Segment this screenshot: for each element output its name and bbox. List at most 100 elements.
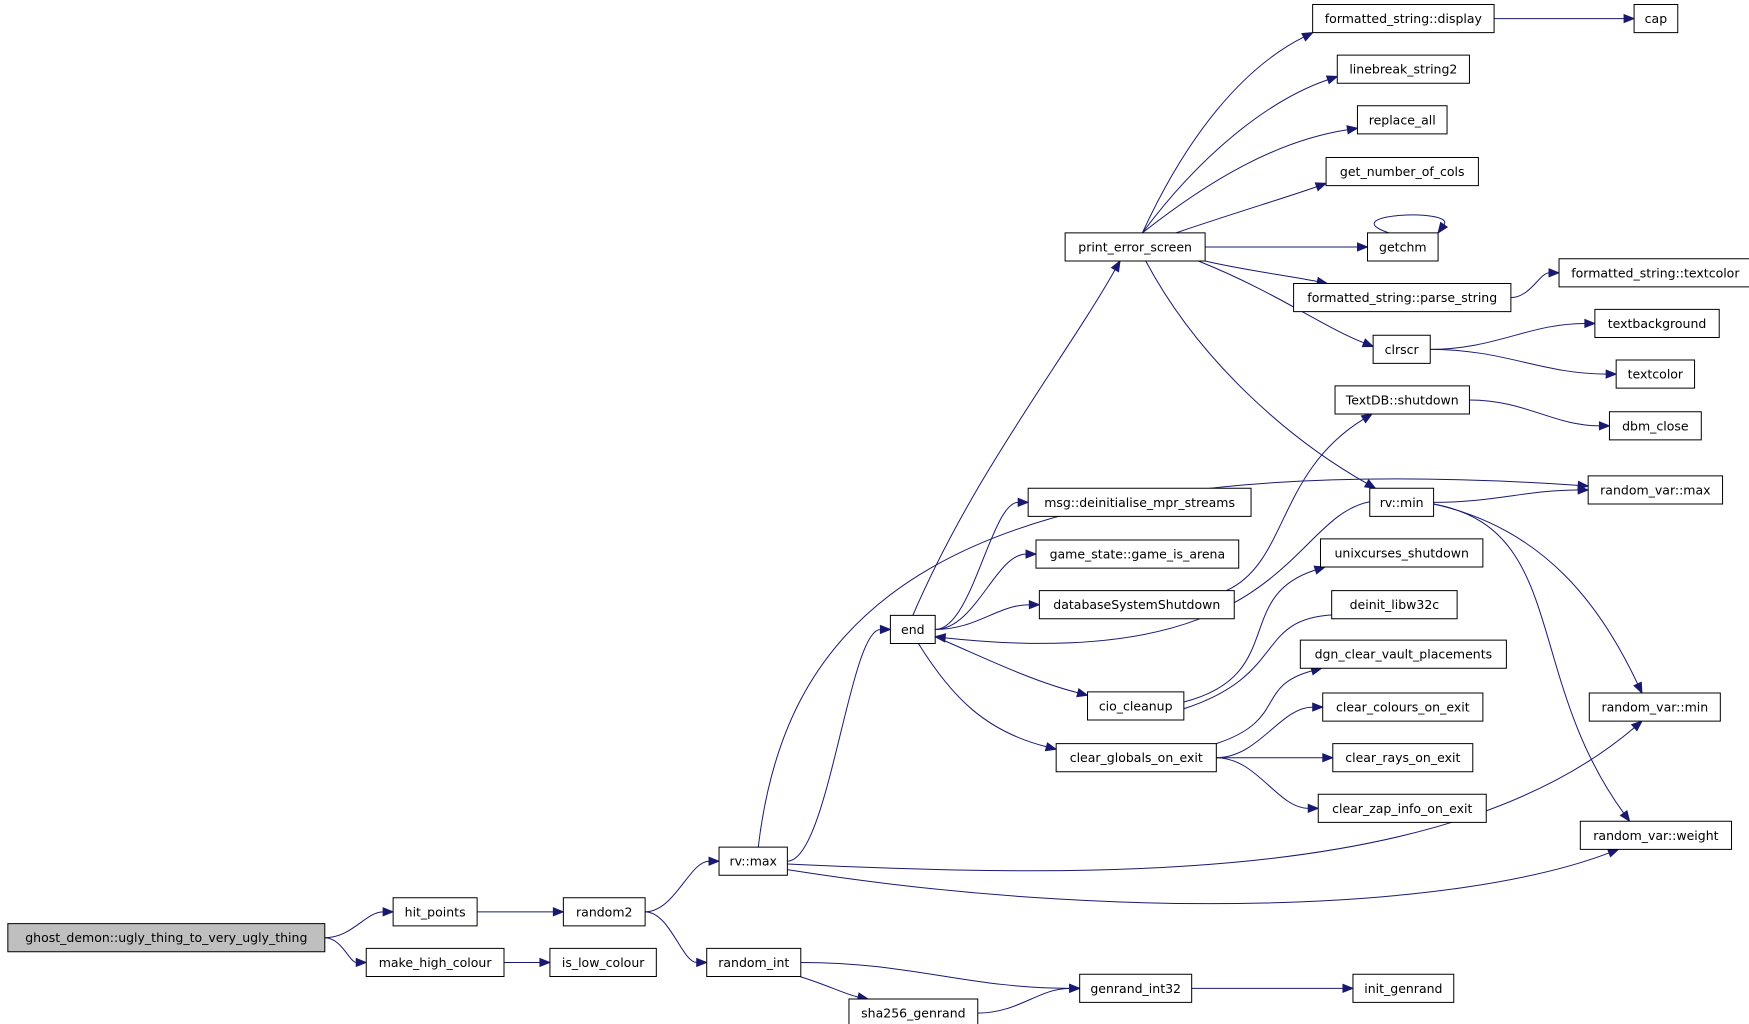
function-node-label: clear_zap_info_on_exit: [1332, 801, 1472, 816]
arrowhead-icon: [1548, 268, 1561, 278]
function-node-rv-min[interactable]: rv::min: [1369, 487, 1435, 517]
arrowhead-icon: [355, 957, 368, 968]
function-node-fs-parse-string[interactable]: formatted_string::parse_string: [1293, 283, 1512, 313]
call-edge-rv_min-to-random_var_min: [1433, 503, 1643, 695]
call-edge-fs_display-to-cap: [1494, 13, 1636, 24]
arrowhead-icon: [1325, 75, 1339, 85]
function-node-replace-all[interactable]: replace_all: [1356, 105, 1448, 135]
function-node-make-high-colour[interactable]: make_high_colour: [365, 947, 505, 977]
function-node-random-var-min[interactable]: random_var::min: [1588, 692, 1721, 722]
arrowhead-icon: [539, 957, 552, 968]
arrowhead-icon: [1606, 848, 1620, 858]
call-edge-textdb_shutdown-to-dbm_close: [1469, 399, 1611, 431]
function-node-label: rv::max: [729, 854, 777, 869]
function-node-game-is-arena[interactable]: game_state::game_is_arena: [1035, 539, 1240, 569]
function-node-unixcurses-shutdown[interactable]: unixcurses_shutdown: [1319, 538, 1484, 568]
function-node-label: textcolor: [1628, 367, 1684, 382]
call-edge-rv_max-to-random_var_min: [787, 720, 1643, 872]
call-edge-end-to-databaseSystemShutdown: [935, 599, 1041, 630]
function-node-clear-zap-info-on-exit[interactable]: clear_zap_info_on_exit: [1317, 793, 1487, 823]
function-node-hit-points[interactable]: hit_points: [392, 897, 478, 927]
function-node-label: print_error_screen: [1078, 239, 1192, 254]
call-edge-clrscr-to-textbackground: [1430, 318, 1597, 350]
call-edge-ghost_demon-to-make_high_colour: [324, 937, 368, 968]
arrowhead-icon: [1314, 182, 1328, 192]
call-edge-sha256_genrand-to-genrand_int32: [977, 983, 1082, 1014]
function-node-genrand-int32[interactable]: genrand_int32: [1079, 973, 1193, 1003]
call-edge-random2-to-rv_max: [645, 856, 721, 913]
call-edge-make_high_colour-to-is_low_colour: [504, 957, 552, 968]
function-node-cio-cleanup[interactable]: cio_cleanup: [1087, 691, 1185, 721]
function-node-random-var-weight[interactable]: random_var::weight: [1579, 820, 1733, 850]
function-node-init-genrand[interactable]: init_genrand: [1352, 973, 1455, 1003]
call-edge-rv_min-to-random_var_weight: [1433, 503, 1631, 823]
function-node-linebreak-string2[interactable]: linebreak_string2: [1336, 54, 1470, 84]
arrowhead-icon: [1313, 565, 1327, 575]
function-node-ghost-demon[interactable]: ghost_demon::ugly_thing_to_very_ugly_thi…: [7, 923, 326, 953]
function-node-sha256-genrand[interactable]: sha256_genrand: [848, 998, 979, 1024]
arrowhead-icon: [1301, 32, 1314, 42]
call-edge-rv_min-to-end: [933, 501, 1370, 644]
function-node-dbm-close[interactable]: dbm_close: [1608, 411, 1702, 441]
function-node-get-number-of-cols[interactable]: get_number_of_cols: [1325, 157, 1479, 187]
arrowhead-icon: [879, 624, 892, 635]
arrowhead-icon: [1076, 688, 1089, 698]
function-node-label: deinit_libw32c: [1350, 597, 1440, 612]
function-node-label: databaseSystemShutdown: [1053, 597, 1220, 612]
function-node-rv-max[interactable]: rv::max: [718, 846, 788, 876]
function-node-clrscr[interactable]: clrscr: [1372, 334, 1431, 364]
function-node-label: replace_all: [1369, 112, 1436, 127]
call-edge-ghost_demon-to-hit_points: [324, 907, 395, 939]
function-node-label: msg::deinitialise_mpr_streams: [1044, 495, 1235, 510]
arrowhead-icon: [382, 907, 395, 917]
arrowhead-icon: [1357, 242, 1369, 252]
arrowhead-icon: [696, 957, 709, 968]
function-node-dgn-clear-vault-placements[interactable]: dgn_clear_vault_placements: [1299, 639, 1507, 669]
call-edge-print_error_screen-to-replace_all: [1142, 125, 1359, 234]
function-node-end[interactable]: end: [889, 614, 936, 644]
call-edge-print_error_screen-to-rv_min: [1145, 260, 1377, 489]
function-node-fs-display[interactable]: formatted_string::display: [1312, 4, 1495, 34]
function-node-random2[interactable]: random2: [562, 897, 646, 927]
function-node-msg-deinit[interactable]: msg::deinitialise_mpr_streams: [1027, 487, 1252, 517]
function-node-getchm[interactable]: getchm: [1367, 232, 1439, 262]
function-node-clear-colours-on-exit[interactable]: clear_colours_on_exit: [1322, 692, 1484, 722]
function-node-deinit-libw32c[interactable]: deinit_libw32c: [1331, 590, 1458, 620]
function-node-print-error-screen[interactable]: print_error_screen: [1064, 232, 1206, 262]
call-edge-end-to-game_is_arena: [935, 549, 1038, 630]
arrowhead-icon: [1028, 599, 1041, 610]
function-node-clear-globals-on-exit[interactable]: clear_globals_on_exit: [1055, 743, 1217, 773]
function-node-label: TextDB::shutdown: [1345, 392, 1459, 407]
function-node-label: ghost_demon::ugly_thing_to_very_ugly_thi…: [25, 930, 307, 945]
function-node-cap[interactable]: cap: [1633, 4, 1679, 34]
function-node-is-low-colour[interactable]: is_low_colour: [549, 947, 657, 977]
arrowhead-icon: [1605, 369, 1618, 379]
arrowhead-icon: [1342, 983, 1355, 994]
function-node-textdb-shutdown[interactable]: TextDB::shutdown: [1334, 385, 1470, 415]
arrowhead-icon: [708, 856, 721, 866]
call-edge-random2-to-random_int: [645, 911, 709, 968]
arrowhead-icon: [1044, 742, 1058, 752]
function-node-random-var-max[interactable]: random_var::max: [1587, 475, 1724, 505]
call-edge-end-to-clear_globals_on_exit: [917, 643, 1058, 752]
arrowhead-icon: [933, 633, 947, 643]
function-node-textbackground[interactable]: textbackground: [1594, 308, 1720, 338]
function-node-label: get_number_of_cols: [1340, 164, 1465, 179]
function-node-fs-textcolor[interactable]: formatted_string::textcolor: [1558, 258, 1749, 288]
function-node-label: formatted_string::textcolor: [1571, 265, 1740, 280]
function-node-label: clear_globals_on_exit: [1070, 750, 1203, 765]
function-node-label: hit_points: [405, 904, 466, 919]
function-node-random-int[interactable]: random_int: [706, 947, 802, 977]
function-node-label: textbackground: [1608, 316, 1707, 331]
function-node-databaseSystemShutdown[interactable]: databaseSystemShutdown: [1038, 590, 1235, 620]
arrowhead-icon: [1584, 318, 1597, 329]
arrowhead-icon: [1630, 720, 1643, 732]
call-edge-print_error_screen-to-get_number_of_cols: [1175, 182, 1328, 234]
arrowhead-icon: [1633, 681, 1643, 695]
arrowhead-icon: [1577, 485, 1590, 495]
arrowhead-icon: [1363, 478, 1377, 489]
function-node-label: cap: [1645, 11, 1668, 26]
function-node-textcolor[interactable]: textcolor: [1615, 359, 1696, 389]
function-node-clear-rays-on-exit[interactable]: clear_rays_on_exit: [1332, 743, 1474, 773]
function-node-label: linebreak_string2: [1349, 62, 1457, 77]
